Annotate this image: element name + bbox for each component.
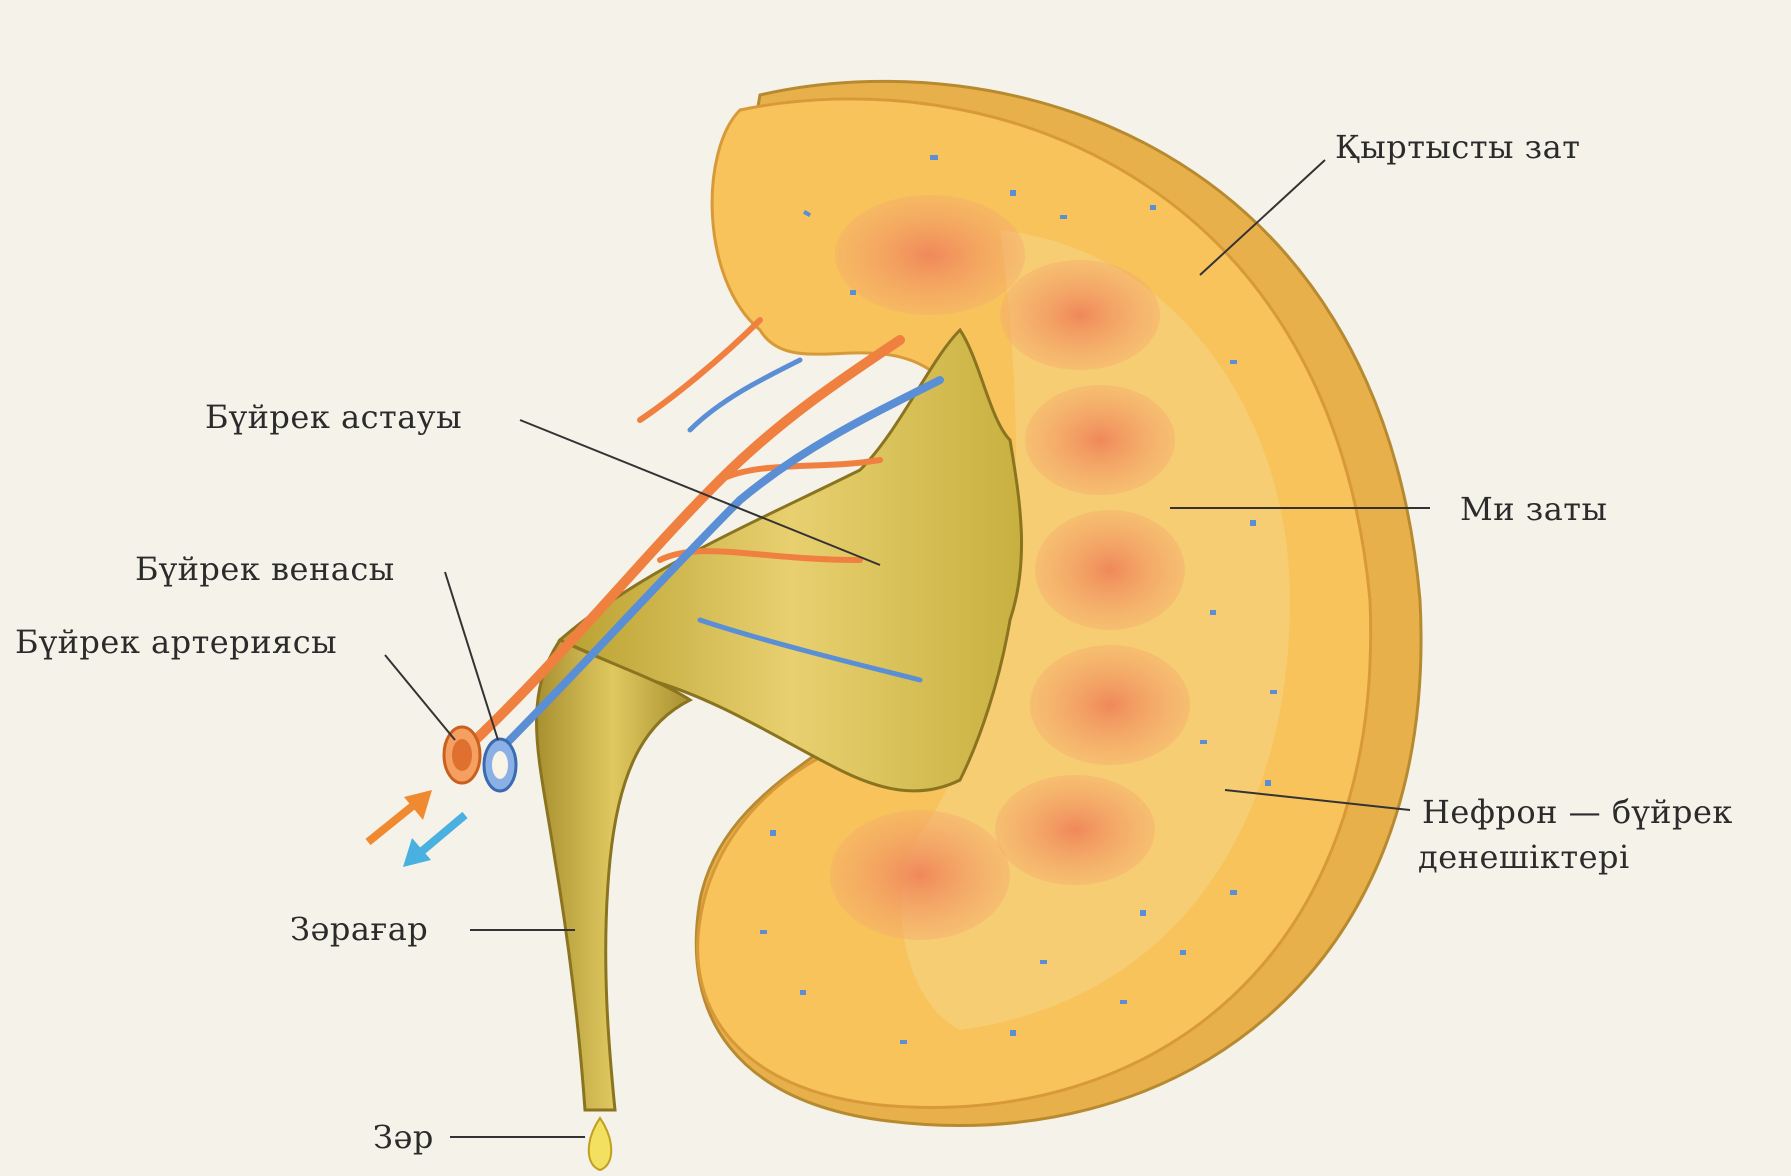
leader-artery <box>385 655 455 740</box>
arrow-in-icon <box>368 790 432 842</box>
pyramid <box>995 775 1155 885</box>
arrow-out-icon <box>403 815 465 867</box>
label-nephron-line2: денешіктері <box>1418 838 1630 876</box>
label-vein: Бүйрек венасы <box>135 550 395 588</box>
leader-vein <box>445 572 498 740</box>
label-pelvis: Бүйрек астауы <box>205 398 462 436</box>
renal-vein-lumen <box>492 751 508 779</box>
renal-artery-lumen <box>452 739 472 771</box>
pyramid <box>1000 260 1160 370</box>
label-urine: Зәр <box>373 1118 434 1156</box>
pyramid <box>830 810 1010 940</box>
urine-drop-icon <box>589 1118 612 1170</box>
ureter <box>537 640 690 1110</box>
pyramid <box>835 195 1025 315</box>
label-medulla: Ми заты <box>1460 490 1607 528</box>
pyramid <box>1030 645 1190 765</box>
label-cortex: Қыртысты зат <box>1335 128 1580 166</box>
artery-branch <box>640 320 760 420</box>
label-nephron-line1: Нефрон — бүйрек <box>1422 793 1733 831</box>
label-ureter: Зәрағар <box>290 910 428 948</box>
pyramid <box>1035 510 1185 630</box>
pyramid <box>1025 385 1175 495</box>
label-artery: Бүйрек артериясы <box>15 623 337 661</box>
